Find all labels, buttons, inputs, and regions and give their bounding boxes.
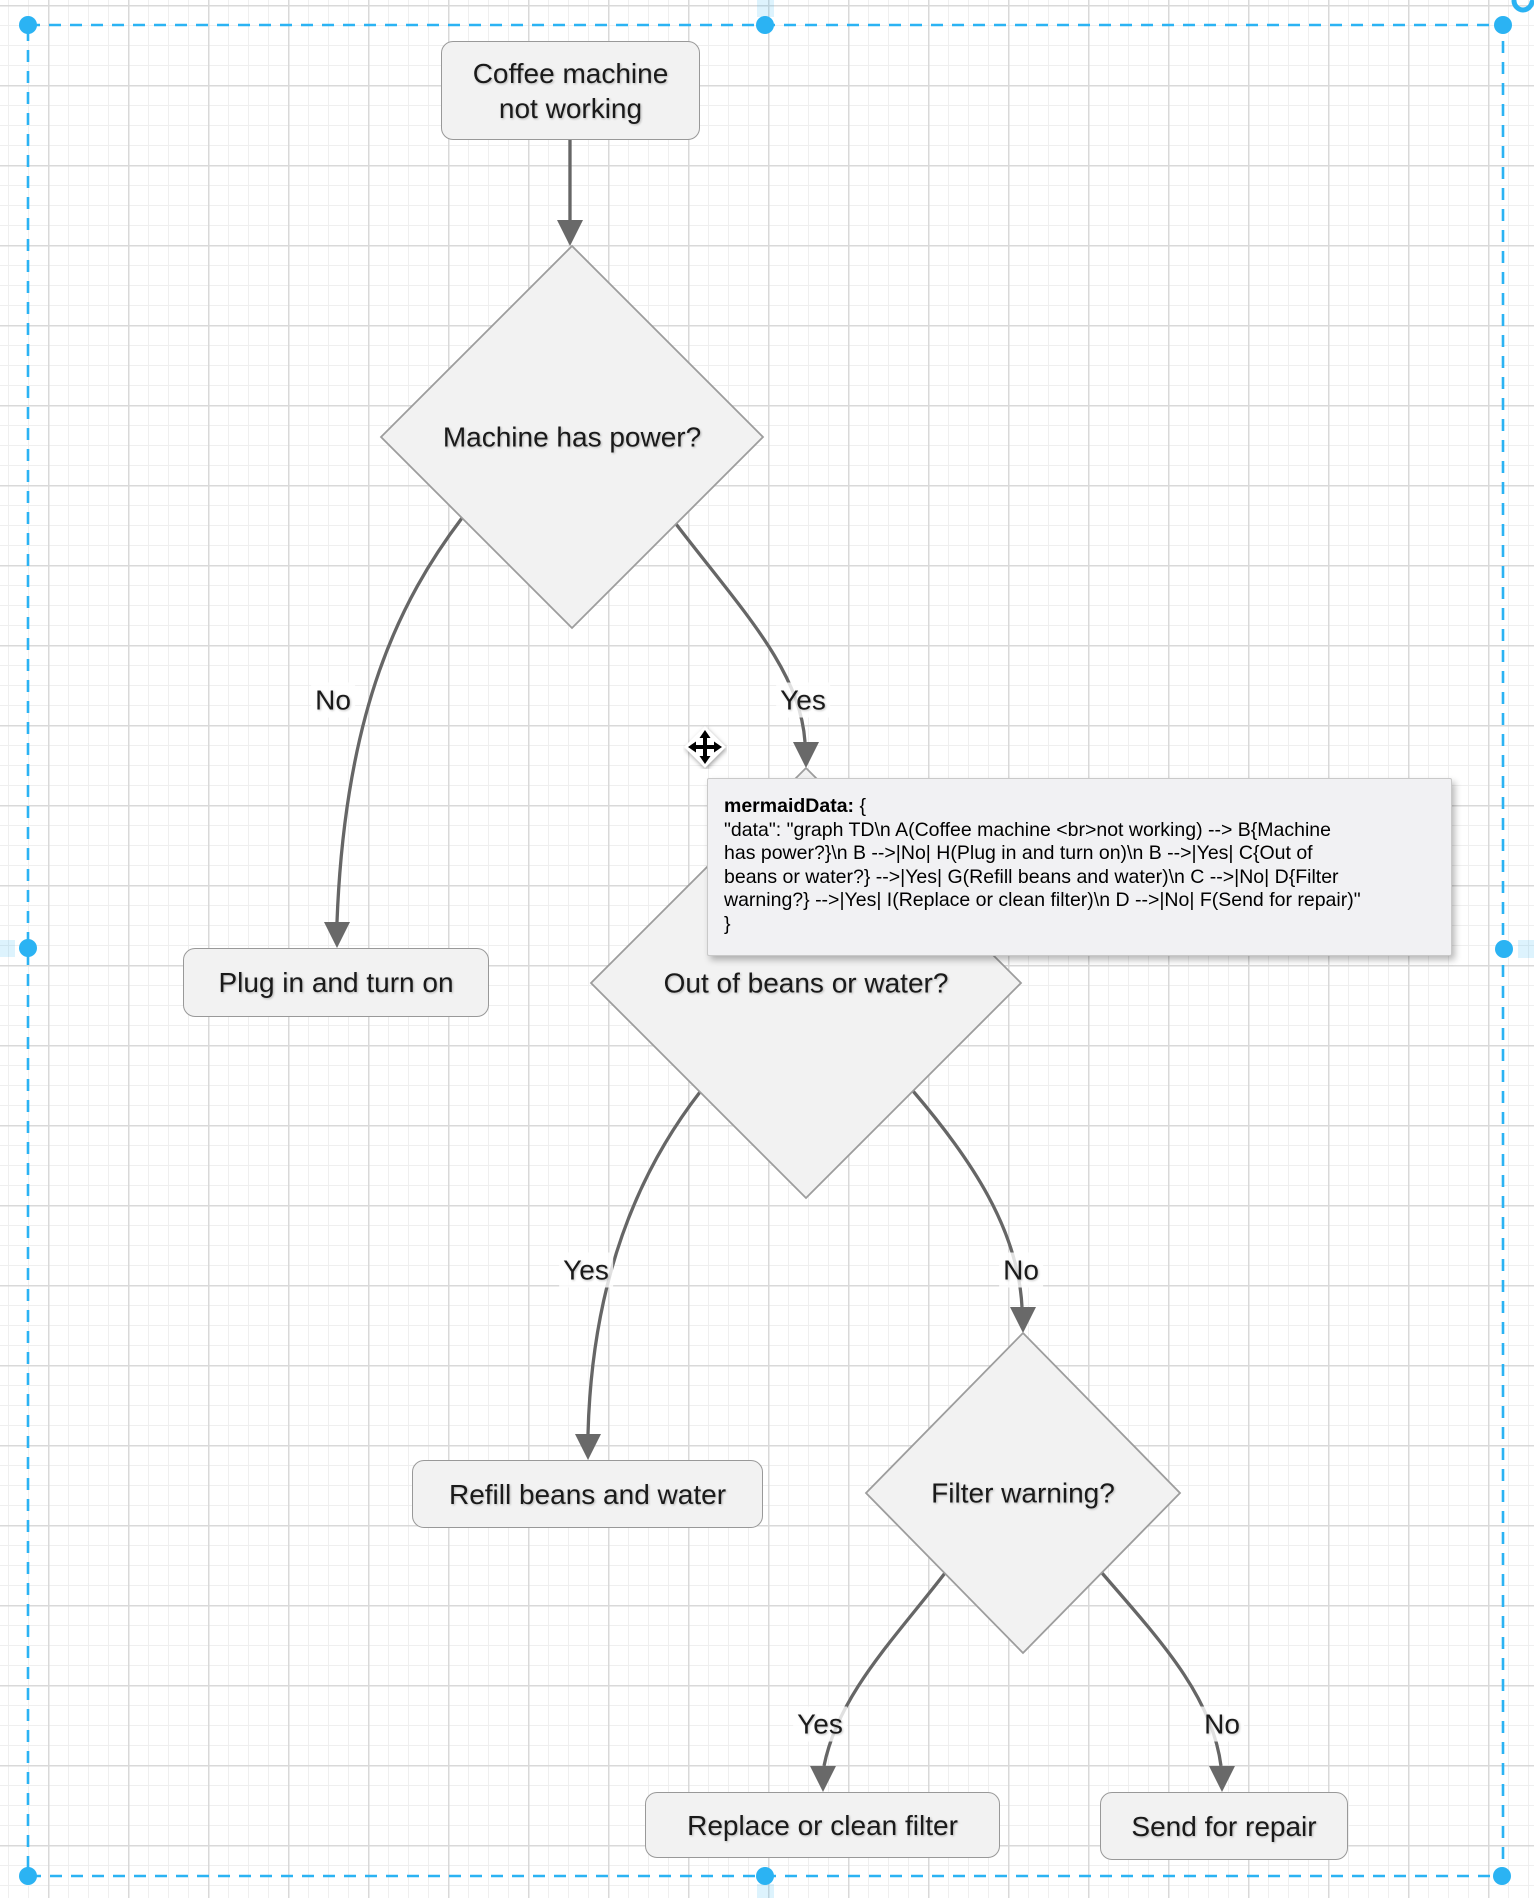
node-g-label: Refill beans and water xyxy=(448,1478,727,1510)
tooltip-close-brace: } xyxy=(724,912,731,935)
node-g[interactable]: Refill beans and water xyxy=(412,1460,763,1528)
move-cursor-icon xyxy=(684,726,726,768)
edge-b-no[interactable] xyxy=(335,517,464,923)
edge-label-b-yes[interactable]: Yes xyxy=(776,682,830,718)
arrowhead-d-yes xyxy=(810,1766,836,1792)
edge-label-c-yes[interactable]: Yes xyxy=(559,1252,613,1288)
tooltip-line-5: warning?} -->|Yes| I(Replace or clean fi… xyxy=(724,889,1361,911)
node-h-label: Plug in and turn on xyxy=(218,967,454,998)
tooltip-line-1: mermaidData: { xyxy=(724,795,1435,819)
edge-label-d-no[interactable]: No xyxy=(1200,1706,1244,1742)
tooltip-line-2: "data": "graph TD\n A(Coffee machine <br… xyxy=(724,818,1331,841)
node-h[interactable]: Plug in and turn on xyxy=(183,948,489,1017)
node-f-label: Send for repair xyxy=(1131,1810,1317,1842)
arrowhead-b-yes xyxy=(793,742,819,768)
tooltip-line-3: has power?}\n B -->|No| H(Plug in and tu… xyxy=(724,842,1313,864)
edge-label-c-no[interactable]: No xyxy=(999,1252,1043,1288)
node-i[interactable]: Replace or clean filter xyxy=(645,1792,1000,1858)
arrowhead-c-no xyxy=(1010,1307,1036,1333)
node-d-label: Filter warning? xyxy=(931,1477,1115,1509)
node-c-label: Out of beans or water? xyxy=(663,967,949,999)
node-a[interactable]: Coffee machine not working xyxy=(441,41,700,140)
node-f[interactable]: Send for repair xyxy=(1100,1792,1348,1860)
tooltip-open-brace: { xyxy=(854,795,866,817)
edge-label-d-yes[interactable]: Yes xyxy=(793,1706,847,1742)
node-i-label: Replace or clean filter xyxy=(687,1809,958,1841)
arrowhead-d-no xyxy=(1209,1766,1235,1792)
edge-label-b-no[interactable]: No xyxy=(311,682,355,718)
arrowhead-c-yes xyxy=(575,1434,601,1460)
arrowhead-a-to-b xyxy=(557,220,583,246)
tooltip-key: mermaidData: xyxy=(724,795,855,817)
arrowhead-b-no xyxy=(324,922,350,948)
node-b-label: Machine has power? xyxy=(442,421,702,453)
mermaid-data-tooltip: mermaidData: { "data": "graph TD\n A(Cof… xyxy=(707,778,1452,956)
node-a-label: Coffee machine not working xyxy=(472,57,669,124)
tooltip-line-4: beans or water?} -->|Yes| G(Refill beans… xyxy=(724,865,1339,888)
